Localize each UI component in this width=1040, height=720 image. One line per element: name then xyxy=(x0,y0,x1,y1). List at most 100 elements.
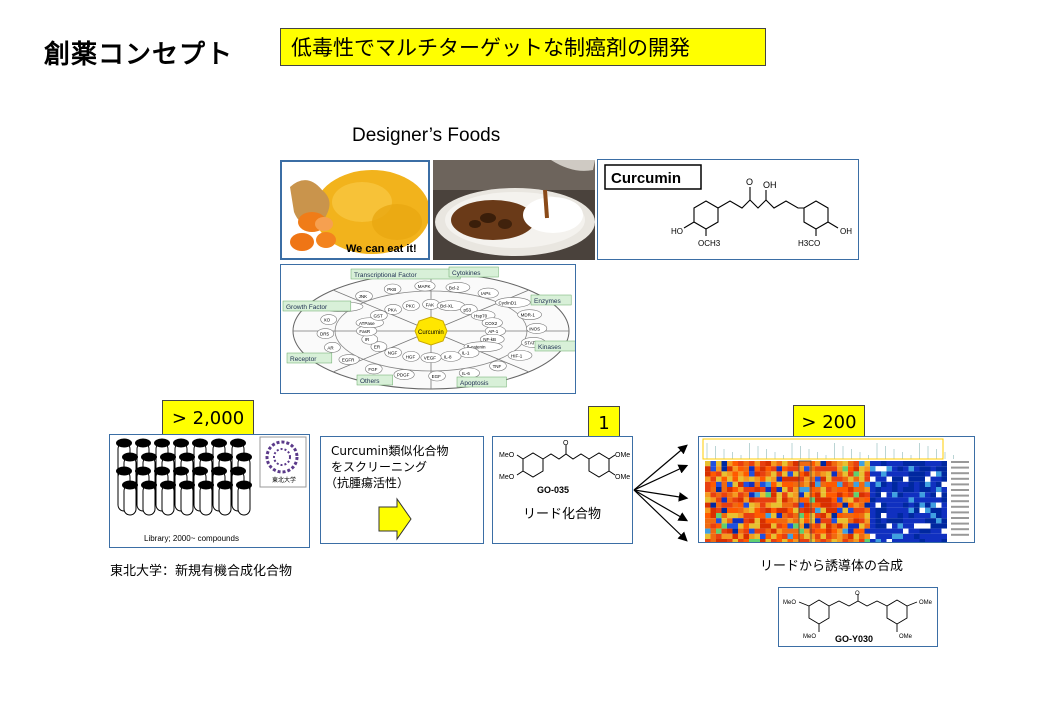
target-node xyxy=(402,300,420,311)
heatmap-cell xyxy=(798,466,804,472)
heatmap-cell xyxy=(820,513,826,519)
heatmap-cell xyxy=(864,502,870,508)
heatmap-cell xyxy=(842,507,848,513)
heatmap-cell xyxy=(842,518,848,524)
heatmap-cell xyxy=(870,466,876,472)
heatmap-cell xyxy=(793,466,799,472)
heatmap-cell xyxy=(886,513,892,519)
heatmap-cell xyxy=(804,487,810,493)
heatmap-cell xyxy=(831,507,837,513)
target-category-tag xyxy=(448,266,499,278)
tube-cap xyxy=(116,438,132,448)
heatmap-cell xyxy=(848,502,854,508)
target-node-label: MAPK xyxy=(418,284,431,289)
heatmap-cell xyxy=(908,502,914,508)
heatmap-cell xyxy=(710,461,716,467)
library-count-badge: > 2,000 xyxy=(162,400,254,436)
tube-cap xyxy=(192,438,208,448)
heatmap-cell xyxy=(705,513,711,519)
heatmap-cell xyxy=(809,539,815,542)
heatmap-cell xyxy=(859,492,865,498)
heatmap-cell xyxy=(765,502,771,508)
heatmap-cell xyxy=(738,528,744,534)
tube-cap xyxy=(154,438,170,448)
heatmap-cell xyxy=(886,487,892,493)
svg-text:OMe: OMe xyxy=(615,452,630,459)
heatmap-cell xyxy=(732,492,738,498)
heatmap-cell xyxy=(760,507,766,513)
heatmap-cell xyxy=(710,497,716,503)
heatmap-cell xyxy=(848,487,854,493)
heatmap-cell xyxy=(732,513,738,519)
heatmap-cell xyxy=(842,466,848,472)
heatmap-cell xyxy=(936,518,942,524)
heatmap-cell xyxy=(897,492,903,498)
heatmap-cell xyxy=(732,523,738,529)
heatmap-cell xyxy=(870,476,876,482)
target-node xyxy=(489,360,507,372)
heatmap-cell xyxy=(875,487,881,493)
heatmap-cell xyxy=(853,533,859,539)
heatmap-cell xyxy=(721,492,727,498)
heatmap-cell xyxy=(815,476,821,482)
heatmap-cell xyxy=(892,518,898,524)
heatmap-cell xyxy=(787,528,793,534)
heatmap-cell xyxy=(776,466,782,472)
heatmap-cell xyxy=(925,533,931,539)
heatmap-cell xyxy=(804,507,810,513)
heatmap-cell xyxy=(864,466,870,472)
heatmap-cell xyxy=(710,476,716,482)
target-category-tag xyxy=(356,374,393,386)
target-node-label: EGFR xyxy=(342,358,355,363)
svg-text:O: O xyxy=(563,440,569,447)
heatmap-cell xyxy=(743,461,749,467)
heatmap-cell xyxy=(776,492,782,498)
heatmap-cell xyxy=(798,497,804,503)
lead-compound-name: GO-035 xyxy=(537,485,569,495)
heatmap-cell xyxy=(771,518,777,524)
target-node xyxy=(324,342,341,353)
heatmap-cell xyxy=(936,507,942,513)
heatmap-cell xyxy=(820,487,826,493)
heatmap-cell xyxy=(908,476,914,482)
heatmap-cell xyxy=(809,507,815,513)
heatmap-cell xyxy=(831,461,837,467)
svg-text:OMe: OMe xyxy=(615,474,630,481)
heatmap-cell xyxy=(815,466,821,472)
heatmap-cell xyxy=(765,497,771,503)
heatmap-cell xyxy=(897,487,903,493)
target-node-label: PKC xyxy=(406,304,416,309)
heatmap-cell xyxy=(765,492,771,498)
tube-cap xyxy=(122,452,138,462)
heatmap-cell xyxy=(804,476,810,482)
heatmap-cell xyxy=(716,502,722,508)
tube-cap xyxy=(236,480,252,490)
heatmap-cell xyxy=(787,487,793,493)
heatmap-cell xyxy=(842,481,848,487)
heatmap-cell xyxy=(859,528,865,534)
heatmap-cell xyxy=(776,539,782,542)
target-node-label: PKA xyxy=(388,307,397,312)
heatmap-cell xyxy=(903,502,909,508)
heatmap-cell xyxy=(941,471,947,477)
heatmap-cell xyxy=(886,502,892,508)
heatmap-cell xyxy=(804,502,810,508)
heatmap-cell xyxy=(732,507,738,513)
heatmap-cell xyxy=(820,481,826,487)
heatmap-cell xyxy=(941,507,947,513)
heatmap-cell xyxy=(870,461,876,467)
heatmap-cell xyxy=(936,533,942,539)
heatmap-cell xyxy=(842,492,848,498)
heatmap-cell xyxy=(716,492,722,498)
heatmap-cell xyxy=(837,502,843,508)
concept-subtitle: 低毒性でマルチターゲットな制癌剤の開発 xyxy=(280,28,766,66)
tube-cap xyxy=(160,452,176,462)
heatmap-cell xyxy=(919,487,925,493)
target-node-label: TNF xyxy=(493,364,502,369)
heatmap-cell xyxy=(892,528,898,534)
tube-cap xyxy=(160,480,176,490)
lead-compound-panel: O MeO MeO OMe OMe GO-035 リード化合物 xyxy=(492,436,633,544)
library-caption: Library; 2000~ compounds xyxy=(144,534,239,543)
heatmap-cell xyxy=(826,476,832,482)
tube-cap xyxy=(154,466,170,476)
